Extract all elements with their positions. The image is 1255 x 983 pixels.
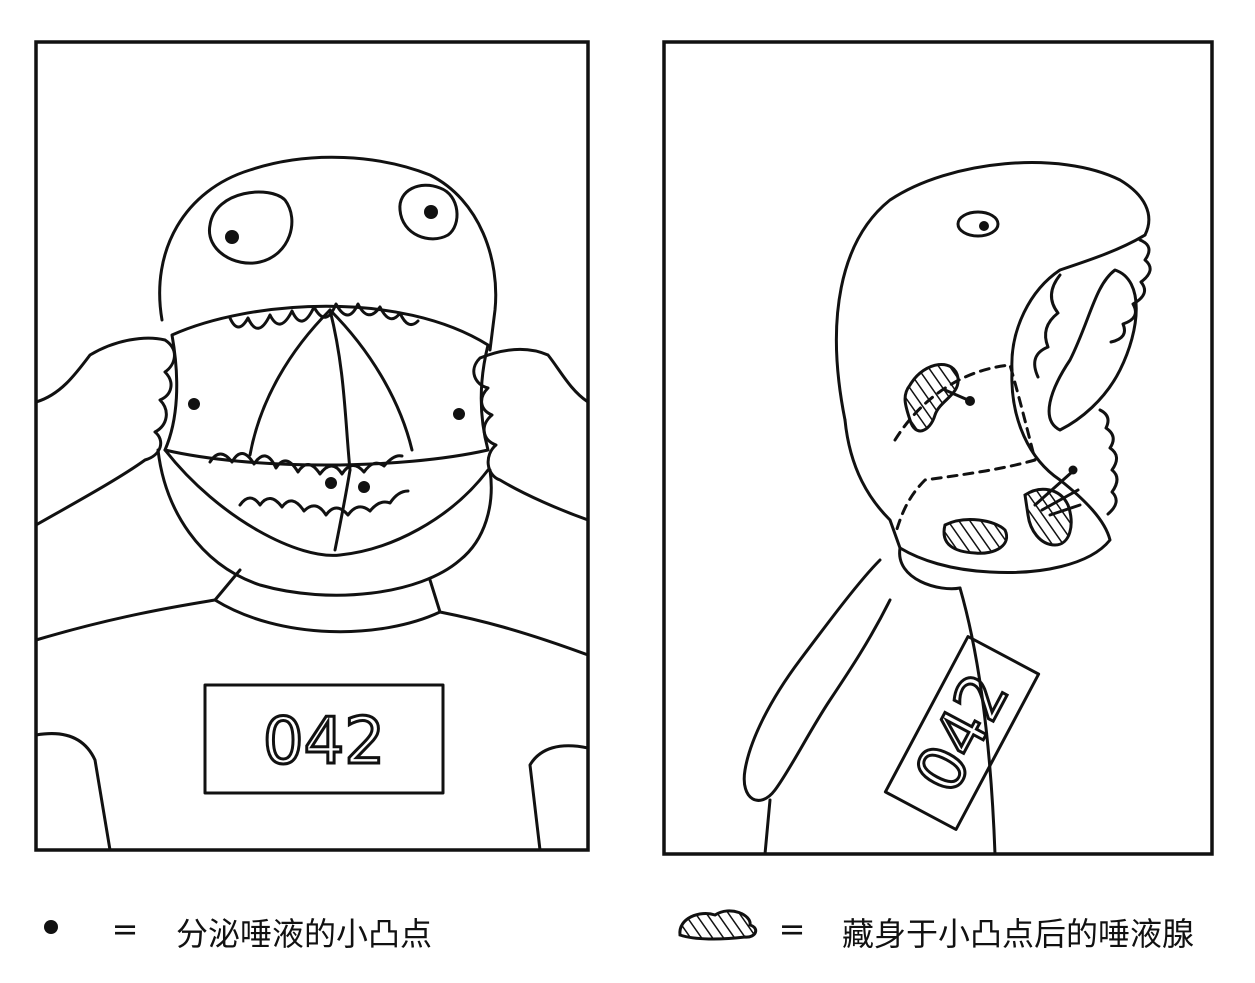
dot-icon: [44, 920, 58, 934]
salivary-gland-submandibular: [942, 518, 1009, 555]
hand-outline: [843, 418, 902, 550]
upper-jaw: [1010, 233, 1147, 372]
lower-teeth: [208, 452, 404, 476]
left-hand: [36, 336, 176, 527]
salivary-gland-parotid: [903, 362, 960, 433]
saliva-dot: [188, 398, 200, 410]
right-hand: [472, 348, 588, 522]
collar: [213, 598, 442, 634]
right-sleeve: [528, 744, 588, 850]
left-eye: [208, 190, 294, 265]
saliva-dot: [965, 396, 975, 406]
body-back: [763, 798, 772, 854]
right-panel: 042: [662, 40, 1214, 856]
tongue-left-lobe: [248, 308, 352, 472]
arm: [742, 558, 892, 802]
pupil: [979, 221, 989, 231]
right-panel-frame: [662, 40, 1214, 856]
head-back: [835, 161, 1151, 422]
tongue-center-line: [333, 468, 352, 552]
head-outline: [156, 155, 498, 597]
lower-teeth-side: [1098, 408, 1119, 516]
saliva-dot: [358, 481, 370, 493]
duct: [943, 388, 970, 402]
right-eye: [398, 183, 459, 241]
number-tag-left-text: 042: [263, 705, 385, 779]
left-sleeve: [36, 732, 112, 850]
gland-icon: [678, 909, 758, 941]
body-front: [958, 586, 997, 854]
left-panel: 042: [34, 40, 590, 852]
number-tag-left: [203, 683, 445, 795]
legend-dot-equals: =: [112, 910, 139, 948]
tongue: [1047, 268, 1138, 432]
tongue-right-lobe: [328, 308, 414, 452]
left-panel-frame: [34, 40, 590, 852]
legend-gland-text: 藏身于小凸点后的唾液腺: [842, 915, 1194, 953]
saliva-dot: [325, 477, 337, 489]
eye: [956, 210, 1000, 238]
inner-teeth-side: [1033, 273, 1062, 379]
lower-inner-teeth: [238, 489, 410, 517]
duct: [1033, 470, 1082, 517]
number-tag-right: [883, 635, 1041, 831]
legend-gland-equals: =: [779, 910, 806, 948]
upper-teeth: [228, 302, 420, 330]
left-pupil: [225, 230, 239, 244]
lower-jaw: [163, 448, 490, 557]
mouth-outline: [163, 304, 490, 467]
left-shoulder: [36, 568, 242, 642]
right-pupil: [424, 205, 438, 219]
right-shoulder: [428, 578, 588, 657]
saliva-dot: [1068, 465, 1078, 475]
collar: [898, 546, 962, 591]
legend: = 分泌唾液的小凸点 = 藏身于小凸点后的唾液腺: [44, 909, 1194, 953]
saliva-dot: [453, 408, 465, 420]
upper-teeth-side: [1109, 238, 1152, 344]
legend-dot-text: 分泌唾液的小凸点: [176, 915, 432, 953]
